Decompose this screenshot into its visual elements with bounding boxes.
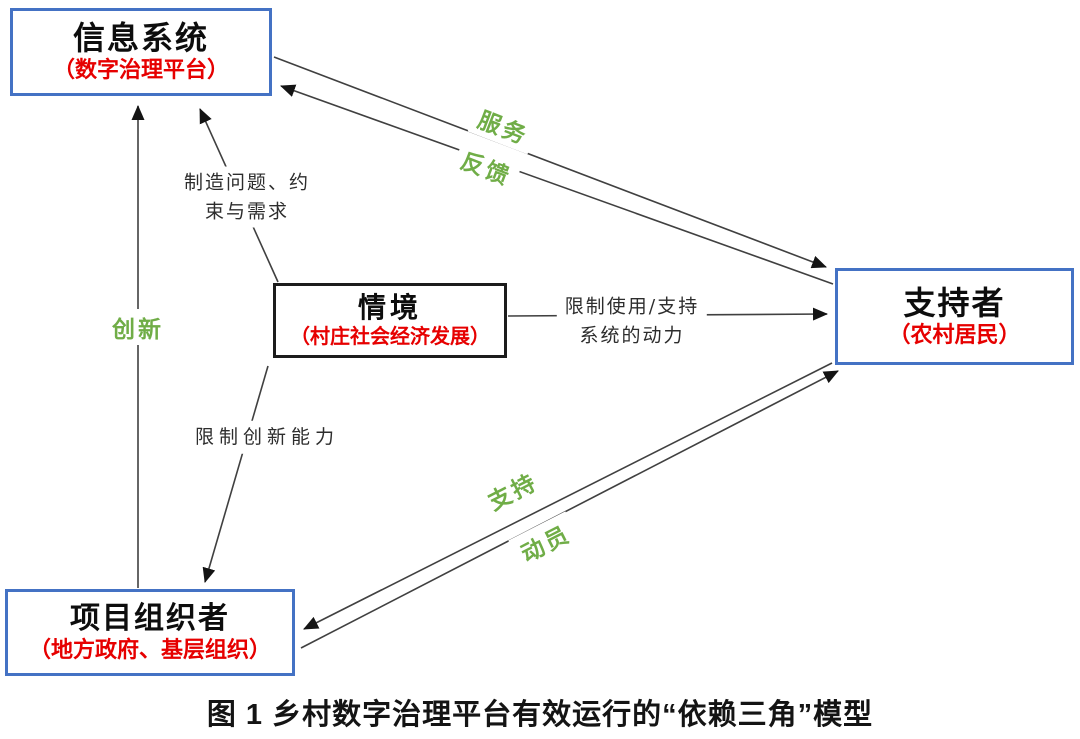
node-supporters-title: 支持者 [903,284,1006,321]
node-supporters-subtitle: （农村居民） [888,321,1021,347]
mobilize-arrow [300,370,839,649]
limit-innovation-arrow [202,365,269,583]
node-context-subtitle: （村庄社会经济发展） [290,325,490,348]
limit-use-label: 限制使用/支持 系统的动力 [556,290,708,352]
node-info-system-title: 信息系统 [72,20,209,57]
node-organizers-title: 项目组织者 [70,602,230,636]
feedback-arrow [280,84,834,285]
support-arrow [303,362,833,630]
figure-caption: 图 1 乡村数字治理平台有效运行的“依赖三角”模型 [206,699,874,731]
node-info-system-subtitle: （数字治理平台） [52,57,229,83]
serve-arrow [273,56,827,269]
node-context: 情境 （村庄社会经济发展） [273,283,507,358]
create-problems-line2: 束与需求 [204,200,290,222]
create-problems-line1: 制造问题、约 [183,171,311,194]
limit-innovation-label: 限制创新能力 [186,420,348,454]
node-context-title: 情境 [357,292,422,324]
create-problems-label: 制造问题、约 束与需求 [175,166,319,228]
innovate-label: 创新 [106,309,170,345]
limit-use-line2: 系统的动力 [579,324,685,346]
node-info-system: 信息系统 （数字治理平台） [10,8,272,96]
node-organizers: 项目组织者 （地方政府、基层组织） [5,589,295,676]
node-organizers-subtitle: （地方政府、基层组织） [28,636,271,662]
limit-use-line1: 限制使用/支持 [564,295,700,318]
node-supporters: 支持者 （农村居民） [835,268,1074,365]
